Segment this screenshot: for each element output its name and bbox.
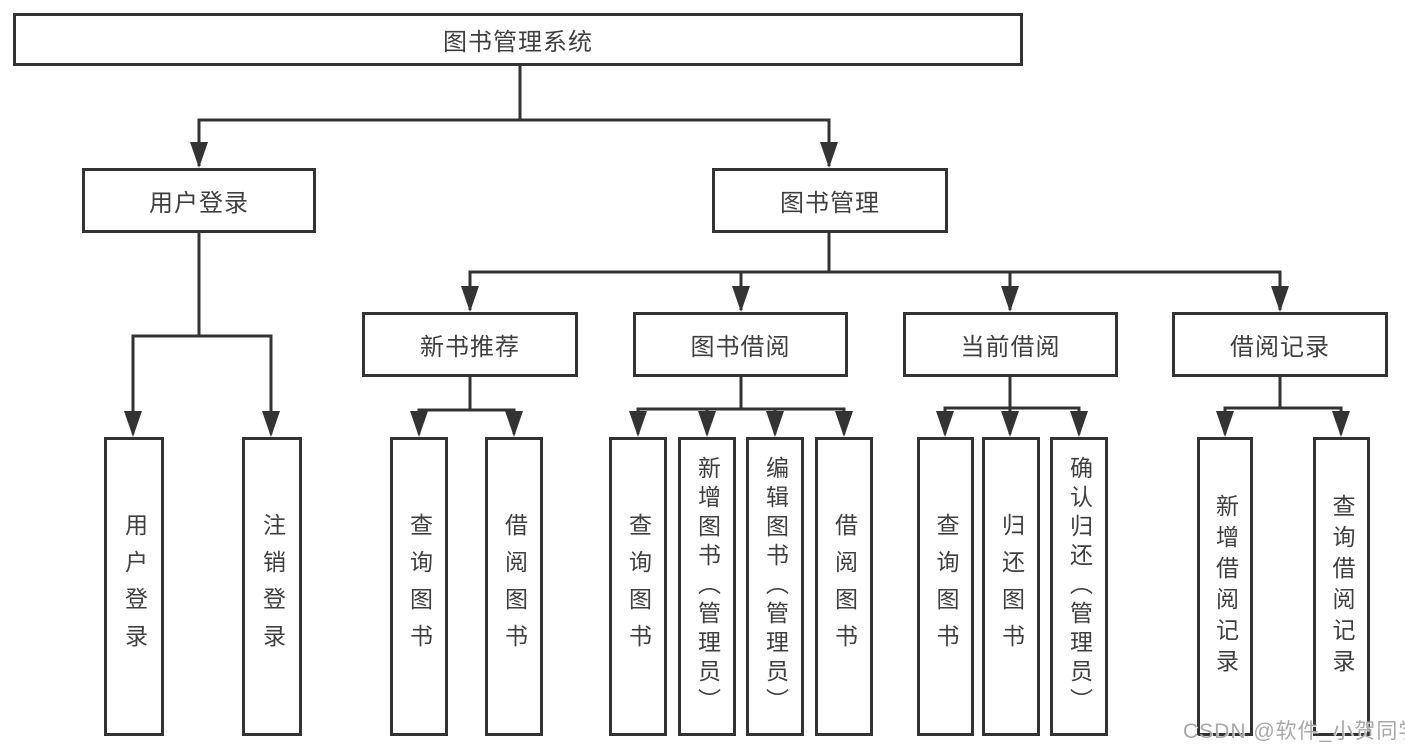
arrowhead-leaf-edit-book bbox=[766, 411, 784, 437]
leaf-add-book-admin: 新增图书（管理员） bbox=[678, 437, 736, 736]
arrowhead-leaf-borrow-books-2 bbox=[835, 411, 853, 437]
node-root-system: 图书管理系统 bbox=[13, 13, 1023, 66]
connector-book-borrow-to-leaves bbox=[636, 377, 846, 434]
arrowhead-user-login bbox=[190, 142, 208, 168]
arrowhead-leaf-return-books bbox=[1001, 411, 1019, 437]
arrowhead-leaf-add-book bbox=[698, 411, 716, 437]
arrowhead-borrow-records bbox=[1271, 286, 1289, 312]
leaf-confirm-return-admin: 确认归还（管理员） bbox=[1050, 437, 1108, 736]
leaf-query-borrow-record: 查询借阅记录 bbox=[1313, 437, 1370, 736]
arrowhead-current-borrow bbox=[1001, 286, 1019, 312]
arrowhead-leaf-add-borrow-record bbox=[1216, 411, 1234, 437]
arrowhead-leaf-confirm-return bbox=[1070, 411, 1088, 437]
arrowhead-leaf-query-books-1 bbox=[410, 411, 428, 437]
connector-root-to-level2 bbox=[197, 66, 831, 166]
node-borrow-records: 借阅记录 bbox=[1172, 312, 1388, 377]
leaf-query-books-3: 查询图书 bbox=[917, 437, 974, 736]
node-new-book-recommend: 新书推荐 bbox=[362, 312, 578, 377]
node-book-borrow: 图书借阅 bbox=[633, 312, 848, 377]
connector-book-management-to-level3 bbox=[468, 233, 1282, 310]
arrowhead-book-management bbox=[820, 142, 838, 168]
node-book-management: 图书管理 bbox=[712, 168, 948, 233]
arrowhead-leaf-query-borrow-record bbox=[1332, 411, 1350, 437]
leaf-logout: 注销登录 bbox=[242, 437, 302, 736]
connector-borrow-records-to-leaves bbox=[1223, 377, 1343, 434]
arrowhead-leaf-borrow-books-1 bbox=[505, 411, 523, 437]
watermark: CSDN @软件_小贺同学 bbox=[1183, 720, 1405, 743]
connector-user-login-to-leaves bbox=[131, 233, 273, 434]
node-current-borrow: 当前借阅 bbox=[903, 312, 1118, 377]
arrowhead-leaf-query-books-3 bbox=[936, 411, 954, 437]
leaf-user-login: 用户登录 bbox=[104, 437, 164, 736]
arrowhead-book-borrow bbox=[732, 286, 750, 312]
node-user-login: 用户登录 bbox=[82, 168, 316, 233]
connector-lines bbox=[131, 66, 1343, 434]
leaf-return-books: 归还图书 bbox=[982, 437, 1040, 736]
arrowhead-leaf-user-login bbox=[124, 411, 142, 437]
arrowhead-leaf-logout bbox=[262, 411, 280, 437]
leaf-edit-book-admin: 编辑图书（管理员） bbox=[746, 437, 804, 736]
connector-new-book-recommend-to-leaves bbox=[417, 377, 516, 434]
arrowhead-leaf-query-books-2 bbox=[629, 411, 647, 437]
leaf-borrow-books-2: 借阅图书 bbox=[815, 437, 873, 736]
arrowhead-new-book-recommend bbox=[461, 286, 479, 312]
leaf-add-borrow-record: 新增借阅记录 bbox=[1197, 437, 1253, 736]
arrowheads bbox=[124, 142, 1350, 437]
leaf-query-books-1: 查询图书 bbox=[390, 437, 448, 736]
leaf-query-books-2: 查询图书 bbox=[609, 437, 667, 736]
leaf-borrow-books-1: 借阅图书 bbox=[485, 437, 543, 736]
